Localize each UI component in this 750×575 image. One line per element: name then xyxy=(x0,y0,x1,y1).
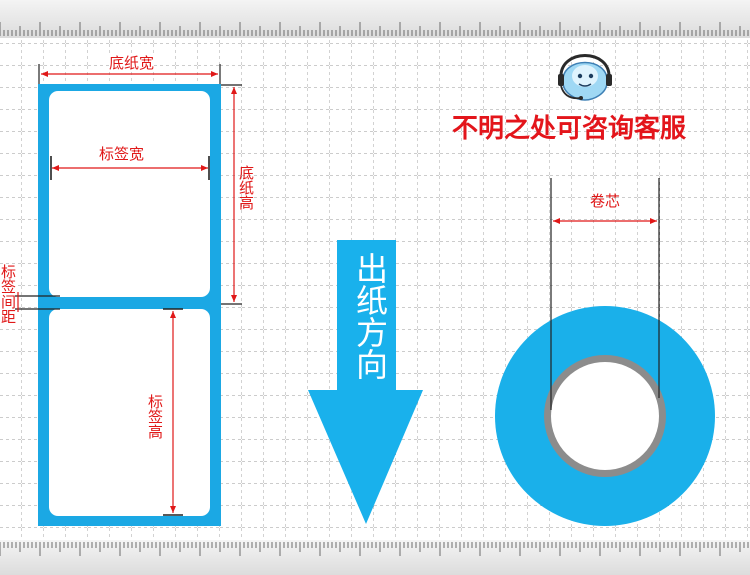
liner-width-dimension xyxy=(38,64,221,84)
top-ruler xyxy=(0,0,750,38)
customer-service-headset-icon xyxy=(558,54,612,101)
down-arrow-icon xyxy=(308,240,423,524)
roll-core-hole xyxy=(551,362,659,470)
label-top xyxy=(49,91,210,297)
customer-service-headline: 不明之处可咨询客服 xyxy=(452,114,687,144)
label-width-label: 标签宽 xyxy=(99,145,145,163)
label-height-label: 标签高 xyxy=(146,394,164,439)
paper-direction-label: 出纸方向 xyxy=(351,252,389,380)
liner-height-label: 底纸高 xyxy=(237,165,255,210)
liner-width-label: 底纸宽 xyxy=(109,54,155,72)
label-gap-label: 标签间距 xyxy=(0,264,17,324)
label-bottom xyxy=(49,309,210,516)
bottom-ruler xyxy=(0,540,750,575)
core-label: 卷芯 xyxy=(590,192,621,210)
